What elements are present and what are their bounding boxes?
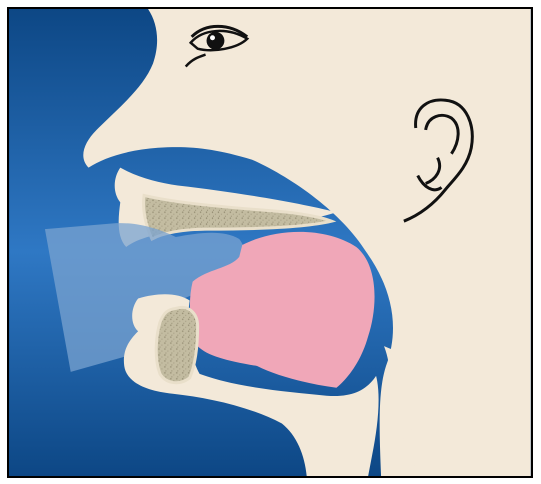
mandible-bone [156, 307, 197, 382]
head-cross-section-diagram [9, 9, 531, 476]
illustration-frame [7, 7, 533, 478]
